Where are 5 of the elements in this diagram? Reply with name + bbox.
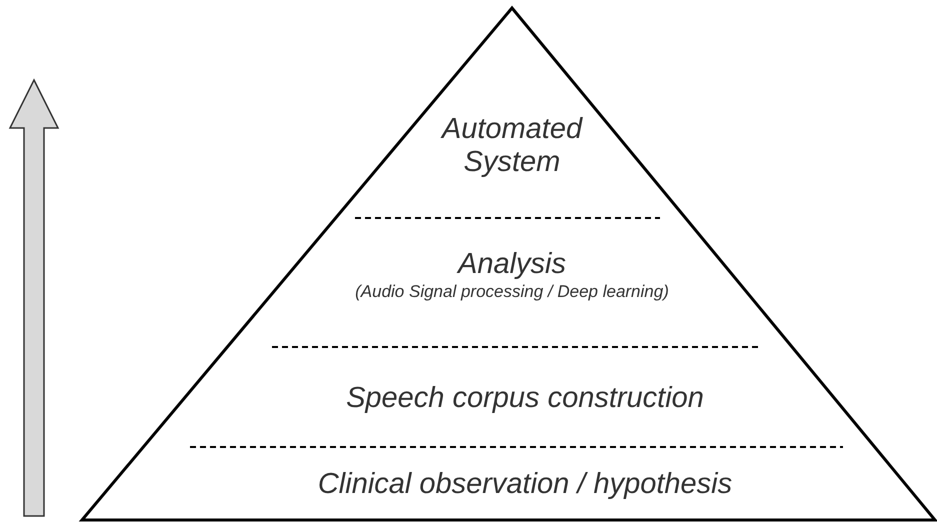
level-label: Clinical observation / hypothesis	[245, 468, 805, 501]
level-subtitle: (Audio Signal processing / Deep learning)	[354, 281, 670, 303]
level-label: Analysis	[456, 248, 567, 281]
level-label: Automated System	[412, 113, 612, 179]
level-label: Speech corpus construction	[265, 382, 785, 415]
